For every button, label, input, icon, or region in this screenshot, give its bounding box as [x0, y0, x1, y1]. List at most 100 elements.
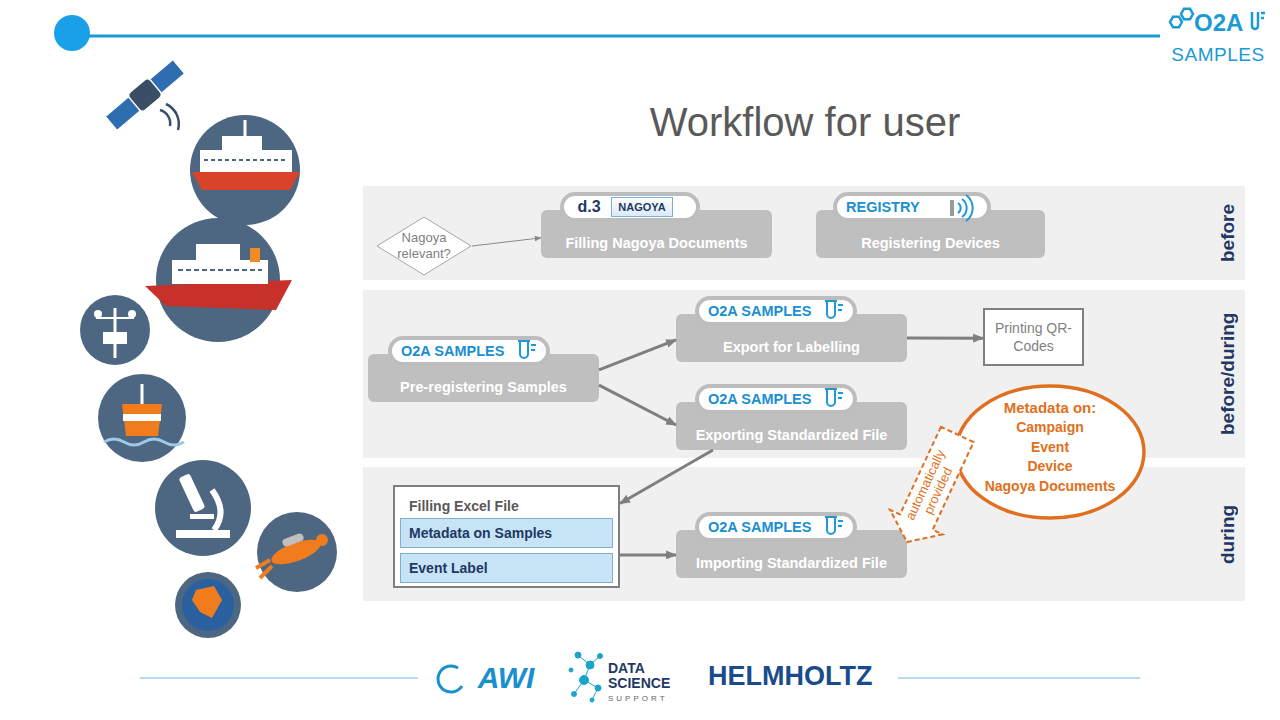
weather-station-icon-part [94, 310, 102, 318]
node-text: Registering Devices [816, 230, 1045, 256]
band-label: before/during [1213, 290, 1243, 458]
tab-label: O2A SAMPLES [401, 340, 521, 362]
satellite-icon-part-part [128, 78, 162, 112]
data-science-mark-part [595, 685, 601, 691]
data-science-mark-part [580, 676, 589, 685]
tab-pill: d.3NAGOYA [560, 192, 700, 222]
process-box: O2A SAMPLESPre-registering Samples [368, 354, 599, 402]
tab-pill: O2A SAMPLES [695, 384, 857, 414]
tab-label: d.3 [570, 196, 608, 218]
buoy-icon-part [123, 414, 161, 421]
connector-arrow [620, 553, 676, 556]
data-science-mark [569, 652, 603, 702]
icebreaker-icon-part [196, 244, 240, 260]
node-text: Importing Standardized File [676, 550, 907, 576]
logo-text: HELMHOLTZ [708, 658, 888, 694]
icebreaker-icon-part [250, 248, 260, 262]
tube-icons-part [518, 341, 536, 358]
node-text: NAGOYA [611, 197, 673, 217]
ship-icon-part [222, 136, 262, 150]
tube-icons-part-part [825, 517, 843, 534]
logo-hexagons-part [1181, 9, 1193, 19]
icebreaker-icon-part [156, 218, 280, 342]
logo-text: O2A [1194, 8, 1264, 38]
logo-text: DATA SCIENCE [608, 660, 680, 692]
satellite-icon-part [104, 58, 186, 131]
text-line: Nagoya Documents [985, 477, 1116, 497]
process-box: O2A SAMPLESExport for Labelling [676, 314, 907, 362]
awi-logo-mark [438, 666, 462, 692]
process-box: O2A SAMPLESExporting Standardized File [676, 402, 907, 450]
buoy-icon-part [104, 439, 184, 445]
band-label: during [1213, 467, 1243, 601]
diamond-outline [377, 217, 471, 275]
tube-icons-part [825, 301, 843, 318]
ship-icon-part [190, 115, 300, 225]
tube-icons-part-part [518, 341, 536, 358]
data-science-mark-part [590, 698, 594, 702]
microscope-icon [155, 460, 251, 556]
wireless-icon [952, 195, 973, 221]
connector-arrow [599, 385, 676, 425]
node-text: Metadata on Samples [409, 519, 604, 547]
awi-logo-mark-part [438, 666, 462, 692]
ship-icon [190, 115, 300, 225]
microscope-icon-part [155, 460, 251, 556]
header-rule [54, 15, 1160, 51]
tab-label: O2A SAMPLES [708, 300, 828, 322]
icebreaker-icon-part [172, 260, 268, 284]
field-box: Event Label [400, 553, 613, 583]
slide-title: Workflow for user [560, 95, 1050, 149]
node-text: Export for Labelling [676, 334, 907, 360]
node-text: Printing QR-Codes [985, 310, 1082, 364]
icebreaker-icon [145, 218, 292, 342]
diver-icon-part [256, 560, 272, 578]
tab-label: O2A SAMPLES [708, 516, 828, 538]
node-text: Exporting Standardized File [676, 422, 907, 448]
globe-icon [175, 572, 241, 638]
tab-pill: O2A SAMPLES [695, 296, 857, 326]
process-box: O2A SAMPLESImporting Standardized File [676, 530, 907, 578]
tube-icons-part [825, 389, 843, 406]
footer-rule-part [140, 677, 418, 679]
node-text: Campaign Event Device Nagoya Documents [954, 418, 1146, 502]
satellite-icon [104, 58, 186, 131]
microscope-icon-part [179, 473, 206, 513]
tab-pill: REGISTRY [833, 192, 991, 222]
tube-icons-part [825, 517, 843, 534]
connector-arrow [599, 340, 676, 370]
field-box: Metadata on Samples [400, 518, 613, 548]
weather-station-icon-part [103, 332, 127, 344]
block-arrow [890, 427, 974, 542]
globe-icon-part [182, 579, 234, 631]
buoy-icon-part [98, 374, 186, 462]
wireless-icon-part [950, 200, 954, 216]
connector-arrow [472, 238, 541, 246]
globe-icon-part [192, 586, 222, 618]
node-text: Event Label [409, 554, 604, 582]
node-text: Nagoya relevant? [388, 216, 460, 276]
weather-station-icon-part [80, 295, 150, 365]
logo-text: SAMPLES [1166, 44, 1270, 66]
data-science-mark-part [586, 661, 594, 669]
globe-icon-part [175, 572, 241, 638]
connector-arrow [620, 450, 713, 504]
weather-station-icon-part [128, 310, 136, 318]
connector-arrow [907, 337, 983, 340]
buoy-icon-part [122, 404, 162, 436]
text-line: Event [1031, 438, 1069, 458]
microscope-icon-part [212, 490, 221, 530]
icebreaker-icon-part [145, 280, 292, 310]
ship-icon-part [244, 120, 247, 136]
tab-label: O2A SAMPLES [708, 388, 828, 410]
edge-label: automatically provided [900, 441, 964, 536]
text-line: Device [1027, 457, 1072, 477]
microscope-icon-part [190, 514, 214, 519]
logo-hexagons-part [1252, 12, 1265, 29]
ship-icon-part [192, 172, 300, 190]
swimlane-band: beforeNagoya relevant?d.3NAGOYAFilling N… [363, 186, 1245, 280]
